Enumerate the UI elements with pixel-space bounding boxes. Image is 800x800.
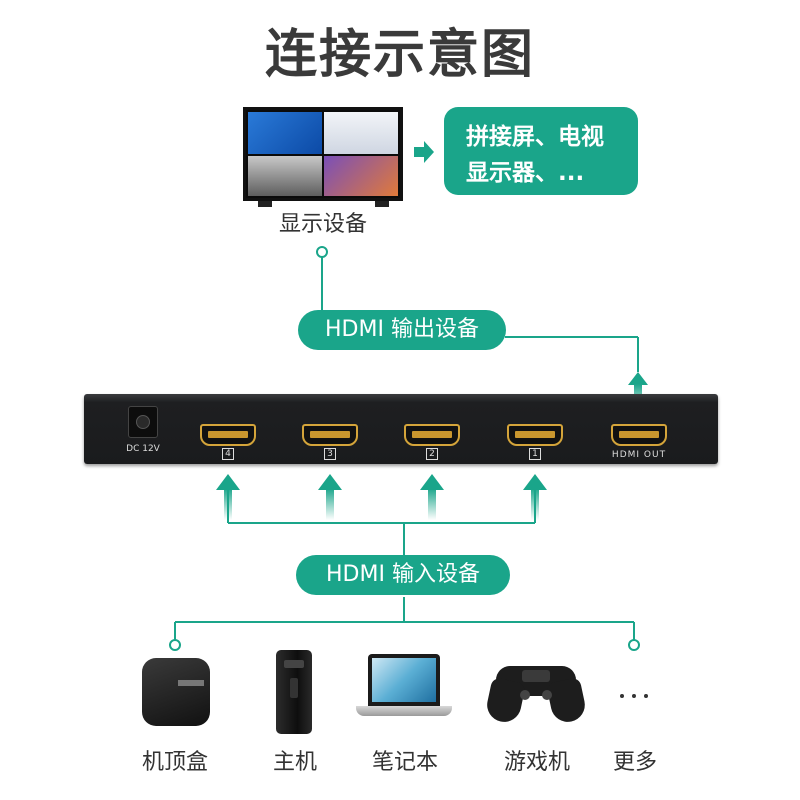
- hdmi-input-port-3: [302, 424, 358, 446]
- hdmi-input-pill: HDMI 输入设备: [296, 555, 510, 595]
- ellipsis-icon: [620, 694, 650, 702]
- tv-display-icon: [243, 107, 403, 201]
- dc-label: DC 12V: [126, 444, 160, 454]
- input-arrows: [216, 474, 547, 520]
- source-label-more: 更多: [612, 750, 657, 775]
- screen-tile-interior: [248, 156, 322, 196]
- screen-tile-windows: [248, 112, 322, 154]
- source-label-laptop: 笔记本: [371, 750, 438, 775]
- dc-jack-icon: [128, 406, 158, 438]
- source-label-gamepad: 游戏机: [503, 750, 570, 775]
- arrow-right-icon: [414, 141, 434, 163]
- port-number-4: 4: [222, 448, 234, 460]
- hdmi-input-port-4: [200, 424, 256, 446]
- source-label-pc: 主机: [272, 750, 317, 775]
- tv-stand-left: [258, 201, 272, 207]
- display-device-label: 显示设备: [278, 212, 367, 237]
- set-top-box-icon: [142, 658, 210, 726]
- hdmi-switch-device: DC 12V 4 3 2 1 HDMI OUT: [84, 394, 718, 464]
- port-number-1: 1: [529, 448, 541, 460]
- display-targets-box: 拼接屏、电视 显示器、...: [444, 107, 638, 195]
- source-label-set-top-box: 机顶盒: [141, 750, 208, 775]
- hdmi-output-pill: HDMI 输出设备: [298, 310, 506, 350]
- hdmi-output-port: [611, 424, 667, 446]
- gamepad-icon: [484, 660, 588, 726]
- connector-dot-display: [316, 246, 328, 258]
- screen-tile-castle: [324, 156, 398, 196]
- page-title: 连接示意图: [264, 25, 535, 85]
- screen-tile-document: [324, 112, 398, 154]
- tv-stand-right: [375, 201, 389, 207]
- pc-tower-icon: [276, 650, 312, 734]
- port-number-2: 2: [426, 448, 438, 460]
- laptop-icon: [356, 654, 452, 728]
- hdmi-input-port-1: [507, 424, 563, 446]
- hdmi-out-label: HDMI OUT: [611, 450, 667, 460]
- port-number-3: 3: [324, 448, 336, 460]
- arrow-up-out: [628, 372, 648, 385]
- hdmi-input-port-2: [404, 424, 460, 446]
